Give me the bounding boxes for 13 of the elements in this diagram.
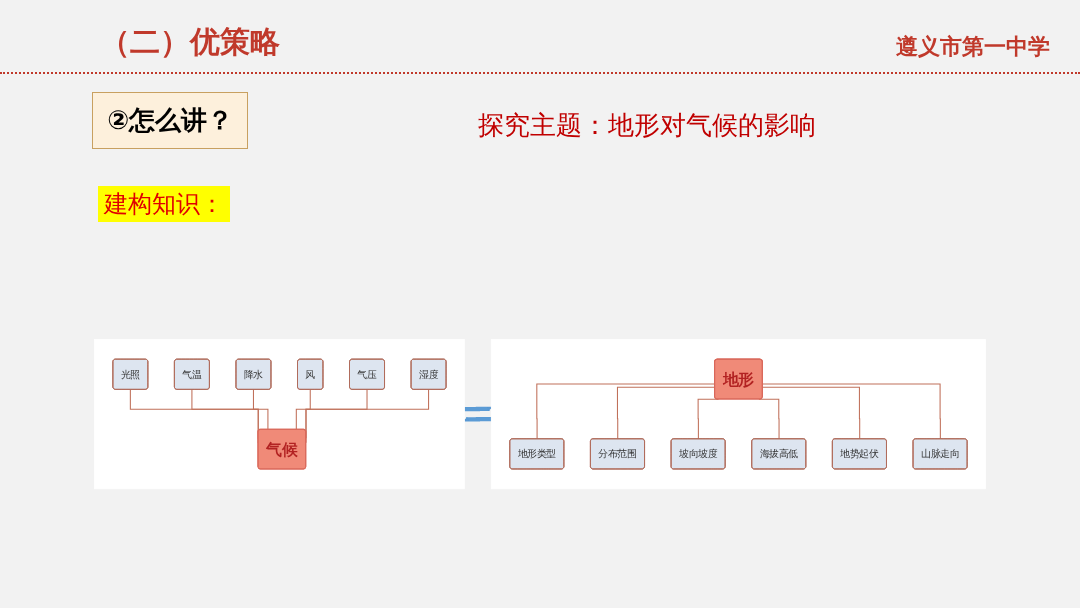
topic-text: 探究主题：地形对气候的影响 [478,109,816,142]
arrow [464,416,492,422]
school-name: 遵义市第一中学 [896,33,1050,61]
arrow [464,406,492,412]
question-heading: ②怎么讲？ [92,92,248,149]
connector [762,383,941,440]
slide-title: （二）优策略 [100,23,280,61]
connector [252,389,269,430]
cluster [490,338,986,490]
cluster [94,338,465,490]
highlighted-heading: 建构知识： [98,186,230,222]
connector [295,389,312,430]
connector [762,386,861,440]
